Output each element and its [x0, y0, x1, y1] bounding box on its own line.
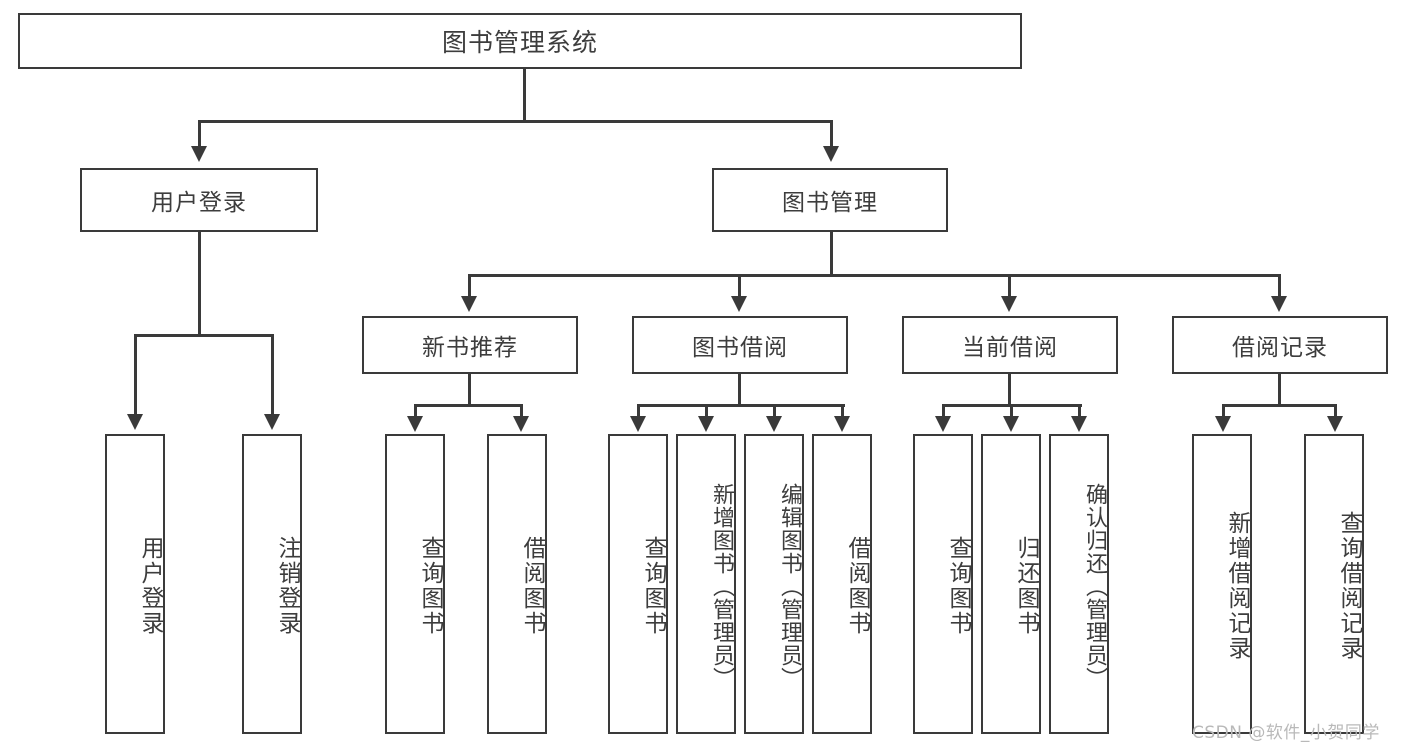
node-root-system[interactable]: 图书管理系统 [18, 13, 1022, 69]
arrowhead-to-book-manage [823, 146, 839, 162]
connector-book-manage-bus [468, 274, 1280, 277]
connector-current-borrow-stem [1008, 374, 1011, 406]
leaf-book-borrow-add[interactable]: 新增图书（管理员） [676, 434, 736, 734]
connector-root-to-user-login [198, 120, 201, 148]
leaf-book-borrow-borrow[interactable]: 借阅图书 [812, 434, 872, 734]
leaf-book-borrow-query[interactable]: 查询图书 [608, 434, 668, 734]
node-current-borrow[interactable]: 当前借阅 [902, 316, 1118, 374]
arrowhead-current-borrow-leaf-1 [935, 416, 951, 432]
connector-book-borrow-leaf-2 [705, 404, 708, 418]
connector-root-stem [523, 69, 526, 121]
arrowhead-user-login-leaf-1 [127, 414, 143, 430]
connector-to-current-borrow [1008, 274, 1011, 298]
connector-root-bus [198, 120, 832, 123]
leaf-user-login-login[interactable]: 用户登录 [105, 434, 165, 734]
connector-borrow-record-leaf-1 [1222, 404, 1225, 418]
leaf-current-borrow-confirm-return[interactable]: 确认归还（管理员） [1049, 434, 1109, 734]
arrowhead-to-borrow-record [1271, 296, 1287, 312]
connector-to-borrow-record [1278, 274, 1281, 298]
connector-root-to-book-manage [830, 120, 833, 148]
connector-user-login-leaf-1 [134, 334, 137, 416]
leaf-borrow-record-add[interactable]: 新增借阅记录 [1192, 434, 1252, 734]
connector-user-login-bus [134, 334, 273, 337]
connector-borrow-record-bus [1222, 404, 1336, 407]
arrowhead-to-current-borrow [1001, 296, 1017, 312]
connector-book-manage-stem [830, 232, 833, 276]
node-book-borrow[interactable]: 图书借阅 [632, 316, 848, 374]
connector-new-book-bus [414, 404, 522, 407]
leaf-user-login-logout[interactable]: 注销登录 [242, 434, 302, 734]
connector-current-borrow-leaf-3 [1078, 404, 1081, 418]
node-user-login[interactable]: 用户登录 [80, 168, 318, 232]
arrowhead-user-login-leaf-2 [264, 414, 280, 430]
connector-book-borrow-leaf-4 [841, 404, 844, 418]
csdn-watermark: CSDN @软件_小贺同学 [1192, 723, 1380, 743]
arrowhead-book-borrow-leaf-3 [766, 416, 782, 432]
arrowhead-current-borrow-leaf-2 [1003, 416, 1019, 432]
arrowhead-to-book-borrow [731, 296, 747, 312]
connector-user-login-stem [198, 232, 201, 336]
connector-current-borrow-leaf-1 [942, 404, 945, 418]
arrowhead-current-borrow-leaf-3 [1071, 416, 1087, 432]
connector-new-book-leaf-2 [520, 404, 523, 418]
leaf-book-borrow-edit[interactable]: 编辑图书（管理员） [744, 434, 804, 734]
connector-to-new-book-recommend [468, 274, 471, 298]
connector-book-borrow-bus [637, 404, 845, 407]
leaf-current-borrow-query[interactable]: 查询图书 [913, 434, 973, 734]
node-new-book-recommend[interactable]: 新书推荐 [362, 316, 578, 374]
leaf-new-book-query[interactable]: 查询图书 [385, 434, 445, 734]
leaf-new-book-borrow[interactable]: 借阅图书 [487, 434, 547, 734]
arrowhead-book-borrow-leaf-4 [834, 416, 850, 432]
connector-borrow-record-leaf-2 [1334, 404, 1337, 418]
connector-user-login-leaf-2 [271, 334, 274, 416]
leaf-borrow-record-query[interactable]: 查询借阅记录 [1304, 434, 1364, 734]
arrowhead-to-user-login [191, 146, 207, 162]
connector-current-borrow-leaf-2 [1010, 404, 1013, 418]
connector-to-book-borrow [738, 274, 741, 298]
arrowhead-new-book-leaf-1 [407, 416, 423, 432]
arrowhead-book-borrow-leaf-1 [630, 416, 646, 432]
connector-book-borrow-leaf-3 [773, 404, 776, 418]
connector-new-book-leaf-1 [414, 404, 417, 418]
arrowhead-to-new-book-recommend [461, 296, 477, 312]
arrowhead-new-book-leaf-2 [513, 416, 529, 432]
connector-new-book-stem [468, 374, 471, 406]
leaf-current-borrow-return[interactable]: 归还图书 [981, 434, 1041, 734]
connector-borrow-record-stem [1278, 374, 1281, 406]
arrowhead-borrow-record-leaf-2 [1327, 416, 1343, 432]
arrowhead-book-borrow-leaf-2 [698, 416, 714, 432]
node-book-manage[interactable]: 图书管理 [712, 168, 948, 232]
connector-book-borrow-stem [738, 374, 741, 406]
arrowhead-borrow-record-leaf-1 [1215, 416, 1231, 432]
connector-book-borrow-leaf-1 [637, 404, 640, 418]
node-borrow-record[interactable]: 借阅记录 [1172, 316, 1388, 374]
